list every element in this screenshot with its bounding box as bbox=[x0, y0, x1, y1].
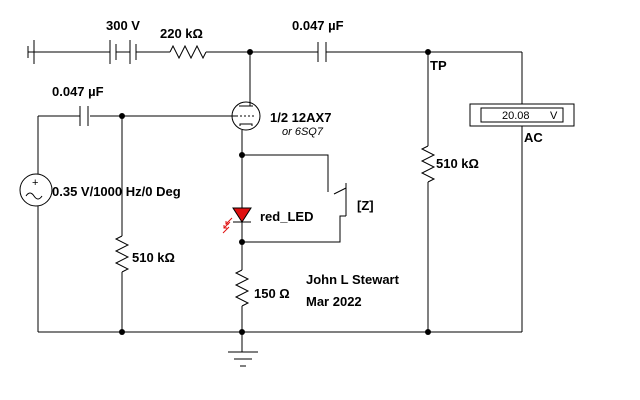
plate-resistor-label: 220 kΩ bbox=[160, 26, 203, 41]
red-led[interactable] bbox=[222, 207, 252, 234]
cathode-resistor[interactable] bbox=[234, 269, 250, 307]
output-coupling-capacitor[interactable] bbox=[317, 42, 327, 62]
switch-z[interactable] bbox=[242, 183, 347, 243]
credit-date: Mar 2022 bbox=[306, 294, 362, 309]
output-cap-label: 0.047 µF bbox=[292, 18, 344, 33]
tube-sublabel: or 6SQ7 bbox=[282, 126, 324, 138]
author-name: John L Stewart bbox=[306, 272, 400, 287]
junction-ground-left bbox=[119, 329, 125, 335]
grid-resistor-label: 510 kΩ bbox=[132, 250, 175, 265]
cathode-resistor-label: 150 Ω bbox=[254, 286, 290, 301]
led-label: red_LED bbox=[260, 209, 313, 224]
input-coupling-capacitor[interactable] bbox=[79, 104, 90, 128]
source-label: 0.35 V/1000 Hz/0 Deg bbox=[52, 184, 181, 199]
ground-icon bbox=[228, 351, 258, 367]
tube-label: 1/2 12AX7 bbox=[270, 110, 331, 125]
battery-label: 300 V bbox=[106, 18, 140, 33]
switch-label: [Z] bbox=[357, 198, 374, 213]
test-point-label: TP bbox=[430, 58, 447, 73]
input-cap-label: 0.047 µF bbox=[52, 84, 104, 99]
svg-text:+: + bbox=[32, 177, 38, 189]
junction-led-cathode bbox=[239, 239, 245, 245]
junction-ground-right bbox=[425, 329, 431, 335]
junction-ground-center bbox=[239, 329, 245, 335]
voltmeter-mode-label: AC bbox=[524, 130, 543, 145]
load-resistor[interactable] bbox=[420, 145, 436, 183]
voltmeter-reading: 20.08 bbox=[502, 110, 530, 122]
grid-resistor[interactable] bbox=[114, 235, 130, 273]
plate-resistor[interactable] bbox=[169, 44, 207, 60]
battery-symbol[interactable] bbox=[27, 40, 137, 64]
voltmeter[interactable]: 20.08 V bbox=[469, 103, 575, 127]
vacuum-tube[interactable] bbox=[231, 98, 261, 131]
voltmeter-unit: V bbox=[550, 110, 558, 122]
ac-source[interactable]: + bbox=[19, 173, 53, 207]
load-resistor-label: 510 kΩ bbox=[436, 156, 479, 171]
